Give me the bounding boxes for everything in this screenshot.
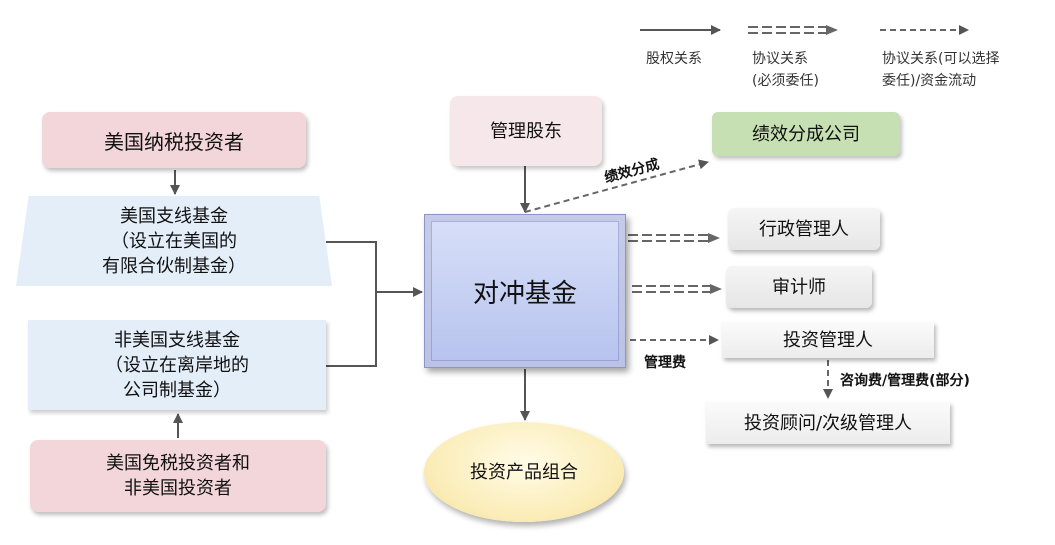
edge-hedgefund-to-admin [628, 233, 720, 243]
edge-hedgefund-to-auditor [632, 284, 722, 294]
us-feeder-line2: （设立在美国的 [111, 230, 237, 252]
performance-company-label: 绩效分成公司 [752, 123, 860, 145]
legend-double-label-line2: (必须委任) [752, 73, 819, 89]
us-taxable-investor-node: 美国纳税投资者 [42, 112, 306, 168]
exempt-investor-line2: 非美国投资者 [124, 478, 232, 499]
nonus-feeder-line1: 非美国支线基金 [114, 329, 240, 351]
legend-dashed-label-line2: 委任)/资金流动 [882, 73, 977, 89]
legend-solid-label: 股权关系 [646, 51, 702, 67]
administrator-node: 行政管理人 [728, 208, 880, 250]
auditor-node: 审计师 [726, 266, 872, 308]
investment-manager-label: 投资管理人 [783, 329, 873, 351]
administrator-label: 行政管理人 [759, 218, 849, 240]
management-fee-label: 管理费 [644, 355, 686, 371]
sub-advisor-label: 投资顾问/次级管理人 [743, 412, 913, 434]
hedge-fund-label: 对冲基金 [472, 278, 577, 309]
managing-shareholder-label: 管理股东 [490, 120, 562, 142]
portfolio-node: 投资产品组合 [424, 422, 624, 522]
exempt-investor-line1: 美国免税投资者和 [106, 453, 250, 474]
hedge-fund-node: 对冲基金 [424, 214, 626, 368]
performance-company-node: 绩效分成公司 [712, 112, 900, 156]
nonus-feeder-line2: （设立在离岸地的 [105, 354, 249, 376]
us-feeder-fund-node: 美国支线基金 （设立在美国的 有限合伙制基金） [16, 196, 332, 286]
consult-fee-label: 咨询费/管理费(部分) [840, 373, 970, 389]
nonus-feeder-line3: 公司制基金） [123, 379, 231, 401]
portfolio-label: 投资产品组合 [470, 461, 578, 483]
edge-nonusfeeder-join [326, 292, 377, 367]
nonus-feeder-fund-node: 非美国支线基金 （设立在离岸地的 公司制基金） [28, 320, 326, 410]
edge-performance-fee [524, 159, 709, 213]
legend-dashed-label-line1: 协议关系(可以选择 [882, 51, 1000, 67]
sub-advisor-node: 投资顾问/次级管理人 [706, 402, 950, 444]
auditor-label: 审计师 [772, 276, 826, 298]
edge-usfeeder-join [326, 241, 377, 292]
investment-manager-node: 投资管理人 [722, 322, 934, 358]
exempt-investor-node: 美国免税投资者和 非美国投资者 [30, 440, 326, 512]
managing-shareholder-node: 管理股东 [450, 96, 602, 166]
us-feeder-line3: 有限合伙制基金） [102, 255, 246, 277]
us-feeder-line1: 美国支线基金 [120, 205, 228, 227]
legend-double-arrow [748, 25, 838, 35]
legend-double-label-line1: 协议关系 [752, 51, 808, 67]
us-taxable-investor-label: 美国纳税投资者 [104, 129, 244, 154]
